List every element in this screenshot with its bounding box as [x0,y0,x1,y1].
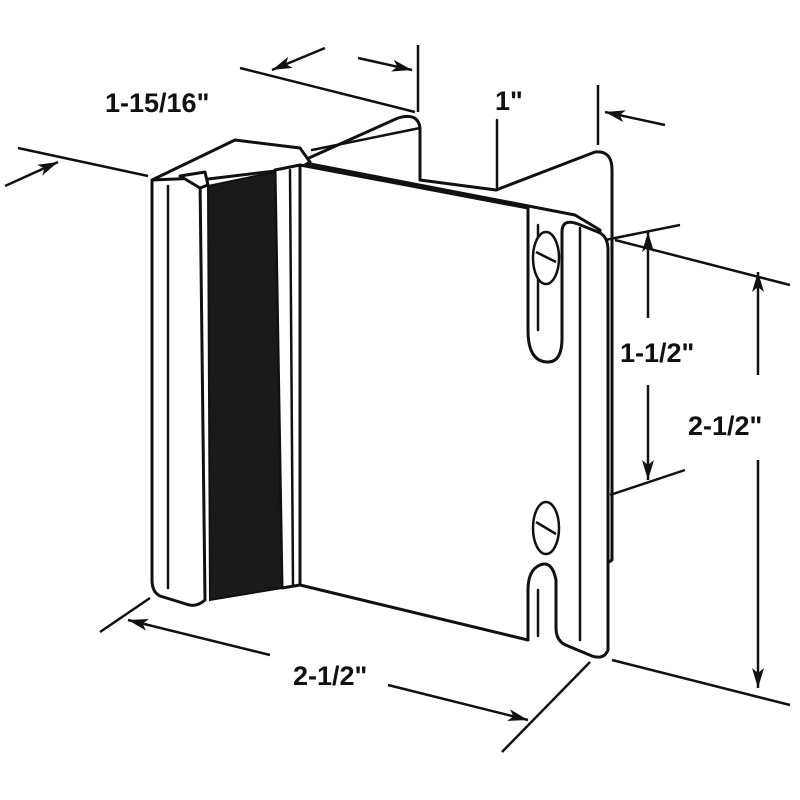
dim-label-bottom-width: 2-1/2" [293,661,367,691]
screw-lower [531,500,561,556]
front-plate [298,163,610,659]
dim-label-top-depth: 1-15/16" [105,88,209,118]
channel-outer-face [150,176,207,607]
back-plate [298,114,614,570]
dim-label-total-height: 2-1/2" [688,411,762,441]
screw-upper [531,230,561,286]
dimension-lines [4,45,791,753]
dim-label-slot-spacing: 1-1/2" [620,338,694,368]
dim-label-top-width: 1" [495,86,523,116]
rubber-gasket [206,170,284,602]
